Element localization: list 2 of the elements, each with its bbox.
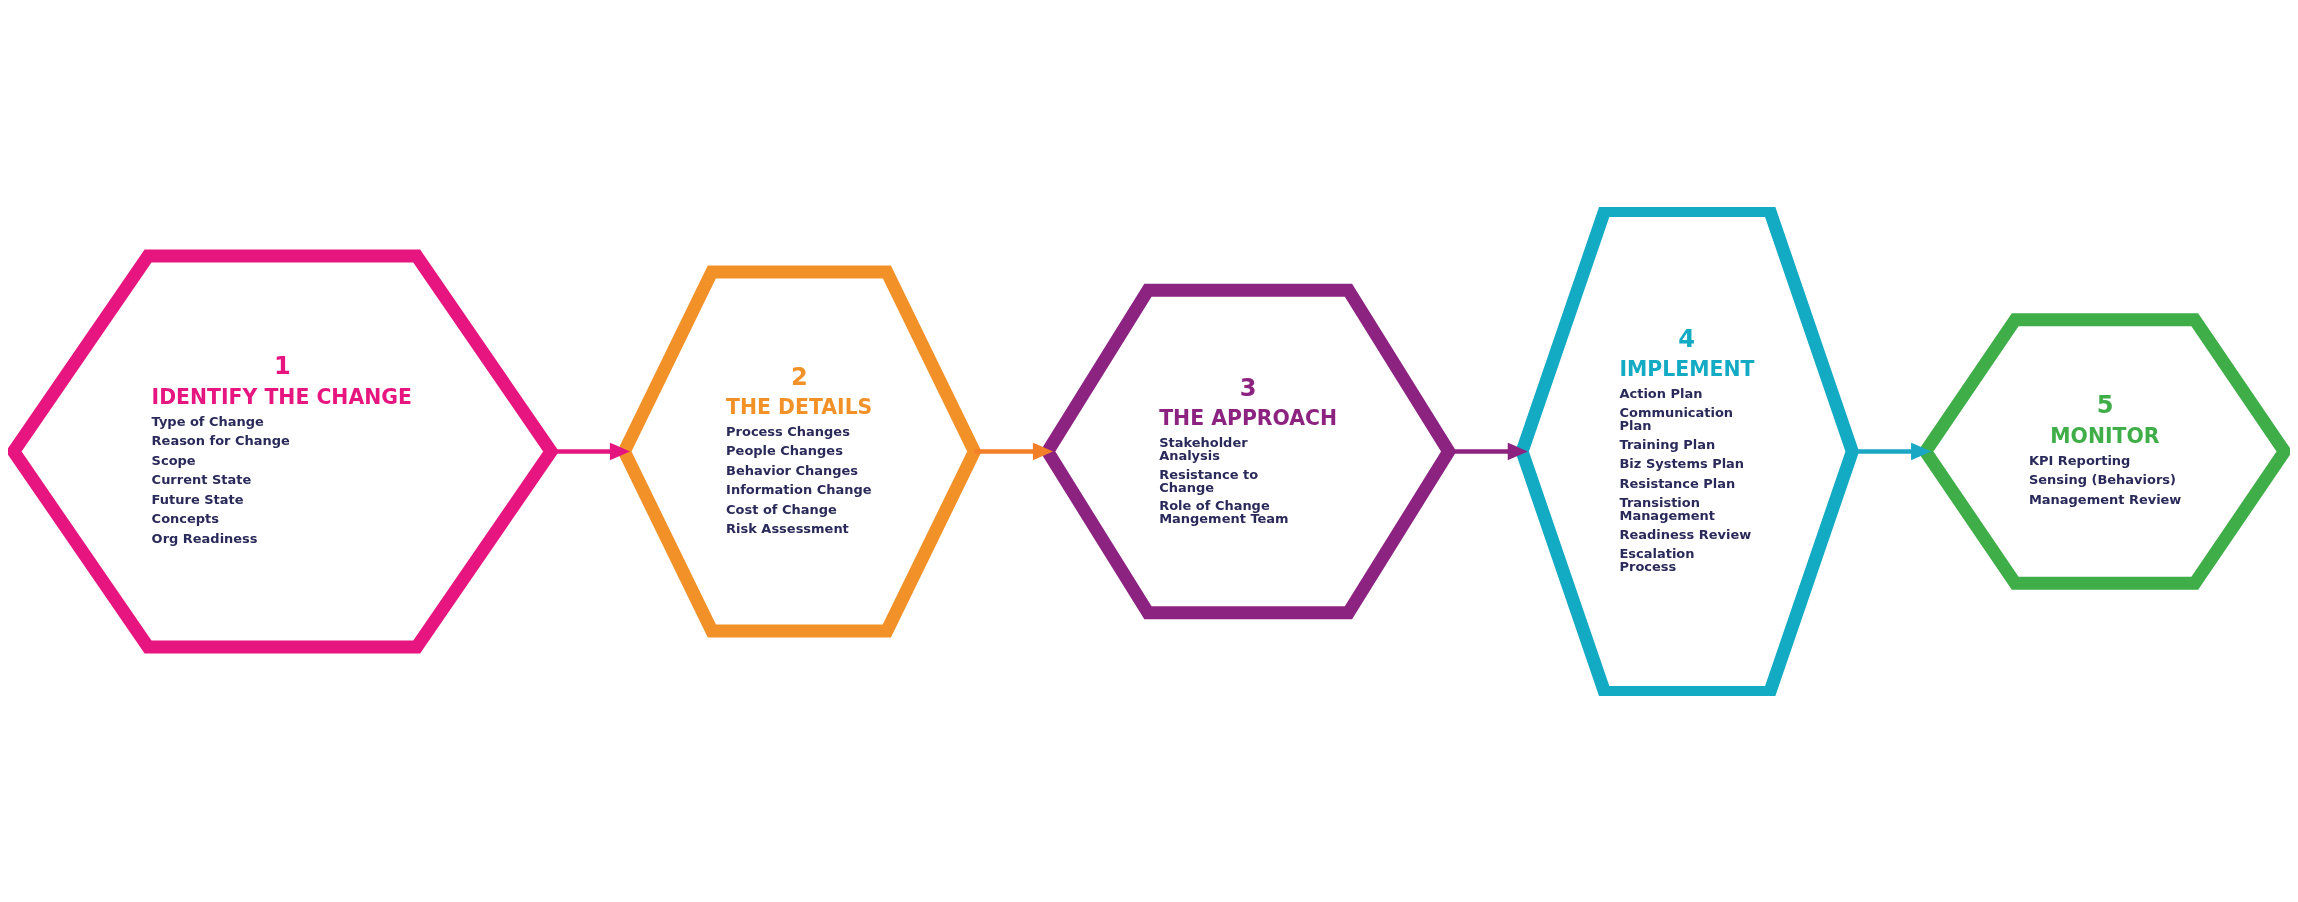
arrow: [974, 442, 1054, 460]
arrow: [1852, 442, 1932, 460]
